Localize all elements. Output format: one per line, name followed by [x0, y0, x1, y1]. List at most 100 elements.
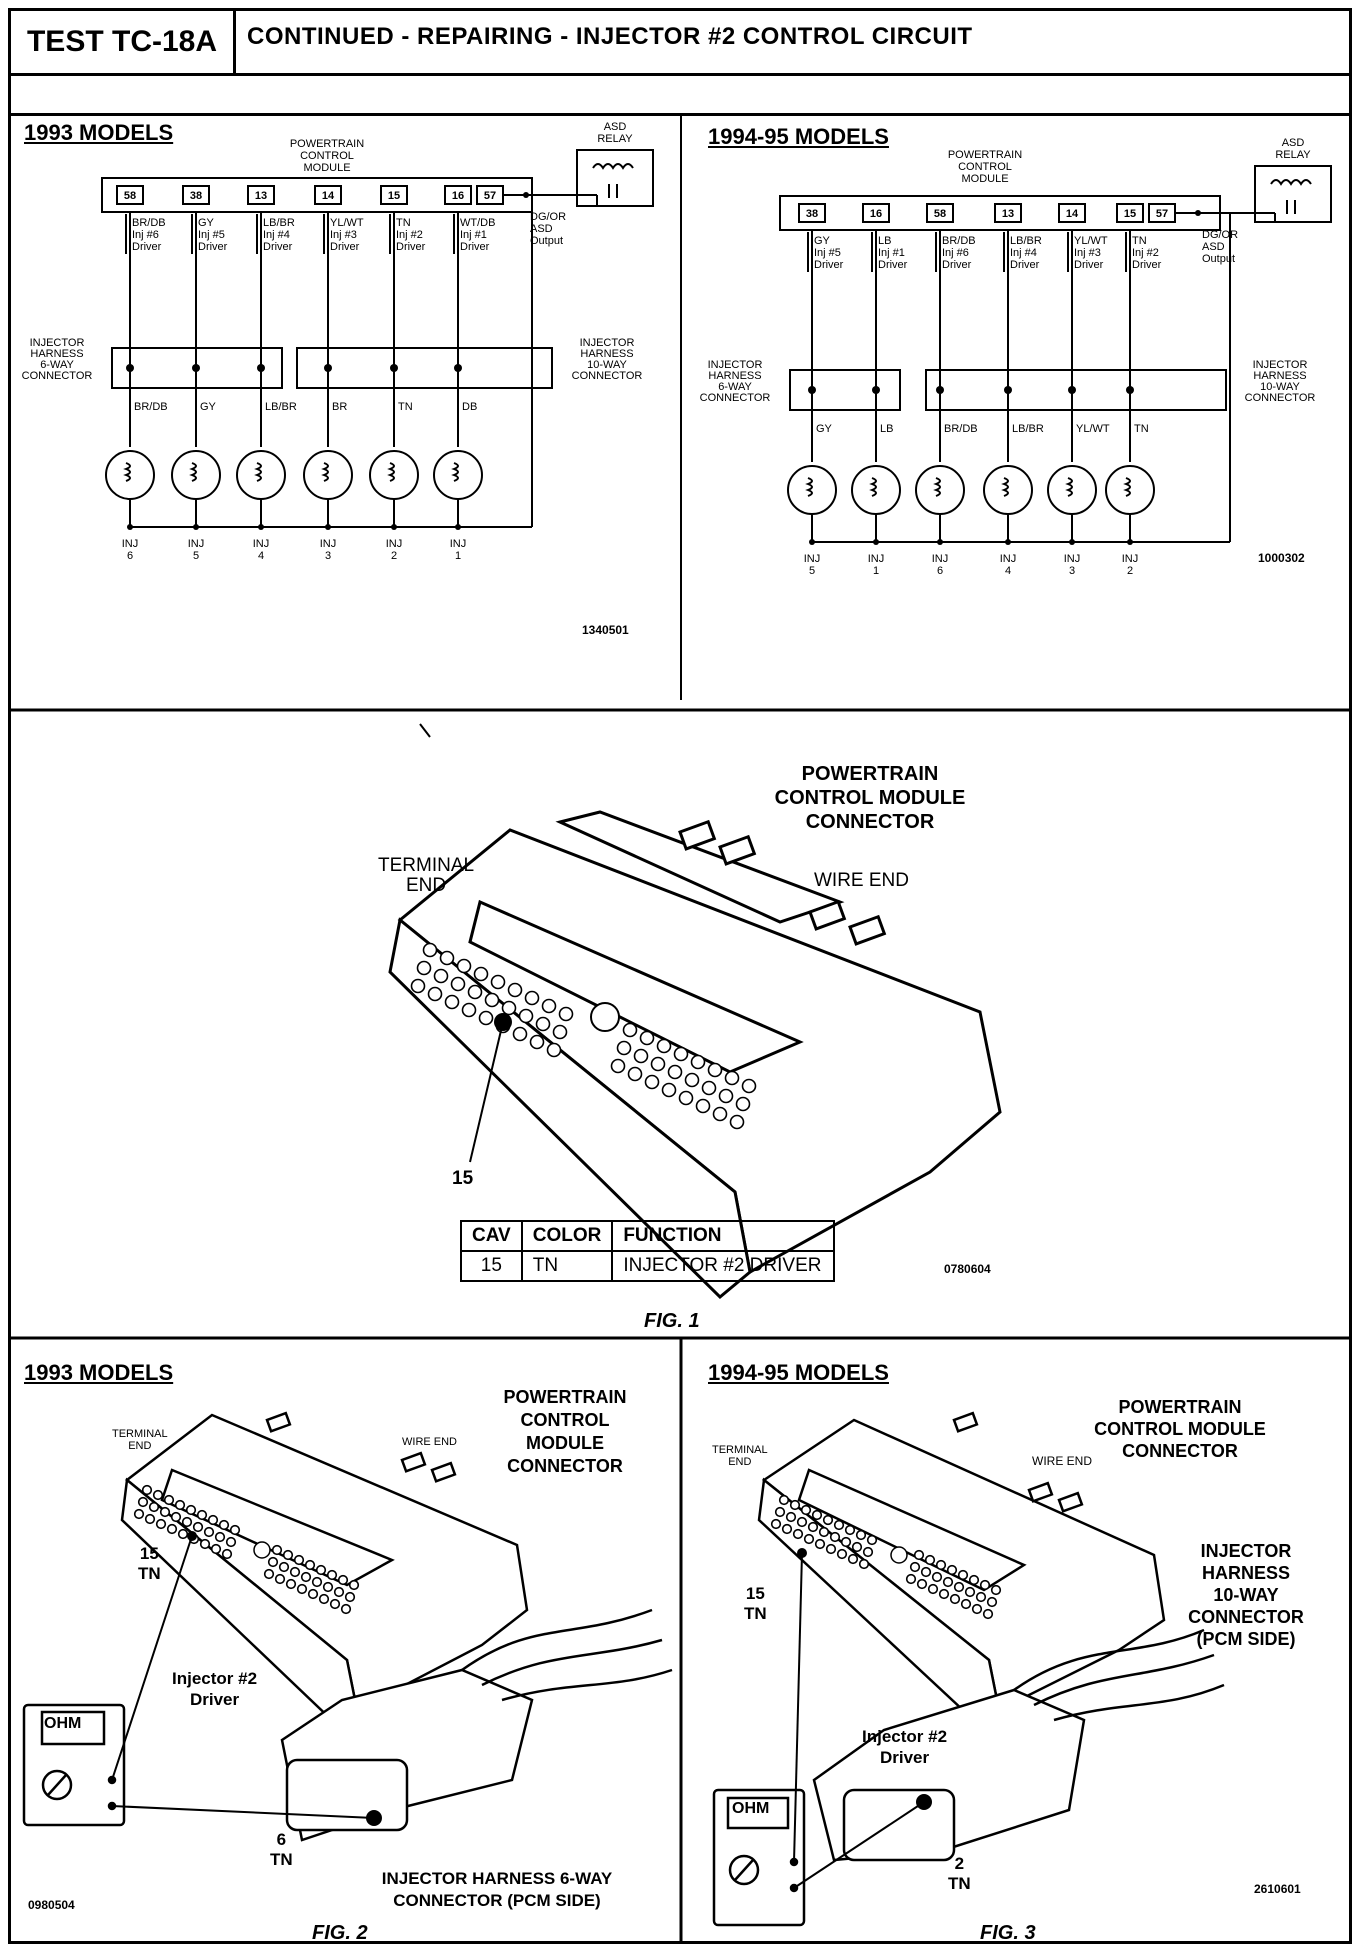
injector-coil	[123, 462, 131, 482]
connector-cavity	[673, 1046, 689, 1062]
driver-word: Driver	[1132, 259, 1162, 271]
connector-cavity	[792, 1528, 804, 1540]
injector-number: 5	[193, 550, 199, 562]
connector-cavity	[410, 978, 426, 994]
fig3-harness-1: INJECTOR	[1200, 1541, 1292, 1561]
pcm-box	[779, 195, 1221, 231]
6way-label: 6-WAY	[40, 359, 74, 371]
connector-cavity	[968, 1574, 980, 1586]
connector-cavity	[718, 1088, 734, 1104]
connector-cavity	[913, 1549, 925, 1561]
connector-cavity	[610, 1058, 626, 1074]
fig2-end: END	[128, 1440, 152, 1452]
pin-box	[926, 203, 954, 223]
pin-number: 58	[124, 190, 136, 202]
connector-cavity	[450, 976, 466, 992]
center-boss	[590, 1002, 620, 1032]
harness-10way-box	[925, 369, 1227, 411]
asd-relay-box	[576, 149, 654, 207]
fig2-harness-num: 6	[276, 1830, 287, 1849]
connector-cavity	[844, 1524, 856, 1536]
connector-cavity	[818, 1526, 830, 1538]
header: TEST TC-18A CONTINUED - REPAIRING - INJE…	[11, 11, 1349, 76]
fig2-driver-1: Injector #2	[172, 1669, 258, 1688]
connector-cavity	[840, 1536, 852, 1548]
fig1-label-line-1: POWERTRAIN	[801, 763, 939, 785]
connector-cavity	[315, 1564, 327, 1576]
connector-cavity	[196, 1509, 208, 1521]
schematic-lines	[101, 149, 654, 528]
pin-number: 15	[1124, 208, 1136, 220]
connector-cavity	[285, 1578, 297, 1590]
connector-cavity	[478, 1010, 494, 1026]
cavity-table: CAV COLOR FUNCTION 15 TN INJECTOR #2 DRI…	[460, 1220, 836, 1282]
connector-cavity	[311, 1576, 323, 1588]
connector-cavity	[484, 992, 500, 1008]
connector-cavity	[829, 1531, 841, 1543]
connector-cavity	[789, 1499, 801, 1511]
driver-label: Inj #4	[1010, 247, 1037, 259]
fig2-wire-end: WIRE END	[402, 1436, 457, 1448]
fig2-label-3: MODULE	[526, 1433, 604, 1453]
ground-dot	[391, 524, 397, 530]
inj-prefix: INJ	[188, 538, 205, 550]
connector-cavity	[833, 1519, 845, 1531]
fig2-pcm-connector	[120, 1411, 529, 1727]
fig3-pin-color: TN	[744, 1604, 767, 1623]
fig1-drawing	[388, 723, 1002, 1300]
wire-color-label: LB/BR	[1010, 235, 1042, 247]
callout-line-15	[469, 1021, 504, 1163]
connector-cavity	[214, 1531, 226, 1543]
pin-box	[380, 185, 408, 205]
connector-cavity	[177, 1528, 189, 1540]
connector-cavity	[774, 1506, 786, 1518]
injector-number: 4	[1005, 565, 1011, 577]
connector-cavity	[274, 1573, 286, 1585]
pin-number: 57	[484, 190, 496, 202]
injector-icon	[105, 450, 155, 500]
10way-label: HARNESS	[580, 348, 633, 360]
cell-color: TN	[520, 1250, 614, 1282]
connector-cavity	[953, 1581, 965, 1593]
connector-cavity	[490, 974, 506, 990]
connector-cavity	[467, 984, 483, 1000]
6way-label: INJECTOR	[708, 359, 763, 371]
fig2-label-1: POWERTRAIN	[503, 1387, 627, 1407]
10way-label: INJECTOR	[1253, 359, 1308, 371]
fig3-driver-2: Driver	[879, 1748, 930, 1767]
page-title: CONTINUED - REPAIRING - INJECTOR #2 CONT…	[247, 23, 973, 50]
connector-cavity	[518, 1008, 534, 1024]
asd-output-label: DG/OR	[1202, 229, 1238, 241]
relay-coil	[1270, 179, 1312, 186]
fig2-pin-num: 15	[139, 1544, 159, 1563]
connector-cavity	[971, 1603, 983, 1615]
wire-color-label: BR/DB	[132, 217, 166, 229]
ground-dot	[1005, 539, 1011, 545]
6way-label: CONNECTOR	[700, 392, 771, 404]
driver-word: Driver	[263, 241, 293, 253]
driver-label: Inj #2	[1132, 247, 1159, 259]
connector-cavity	[461, 1002, 477, 1018]
connector-cavity	[229, 1524, 241, 1536]
10way-label: HARNESS	[1253, 370, 1306, 382]
driver-label: Inj #1	[878, 247, 905, 259]
pin-number: 57	[1156, 208, 1168, 220]
relay-label-line: RELAY	[597, 133, 633, 145]
connector-cavity	[507, 982, 523, 998]
injector-icon	[983, 465, 1033, 515]
injector-number: 2	[391, 550, 397, 562]
fig2-harness-color: TN	[270, 1850, 293, 1869]
connector-cavity	[333, 1586, 345, 1598]
connector-cavity	[949, 1593, 961, 1605]
ground-dot	[455, 524, 461, 530]
fig2-driver-2: Driver	[189, 1690, 240, 1709]
connector-cavity	[661, 1082, 677, 1098]
connector-cavity	[267, 1556, 279, 1568]
col-color: COLOR	[520, 1220, 614, 1252]
pin-number: 13	[255, 190, 267, 202]
connector-cavity	[416, 960, 432, 976]
connector-cavity	[444, 994, 460, 1010]
connector-cavity	[329, 1598, 341, 1610]
inj-prefix: INJ	[122, 538, 139, 550]
